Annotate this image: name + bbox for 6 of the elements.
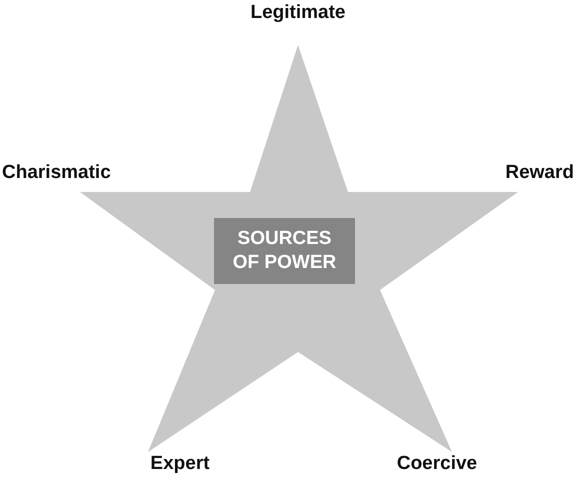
point-label: Reward: [505, 162, 574, 184]
point-label: Legitimate: [250, 2, 346, 24]
point-label: Expert: [150, 453, 210, 475]
center-label-box: SOURCES OF POWER: [214, 218, 355, 284]
point-label: Charismatic: [2, 162, 111, 184]
point-label: Coercive: [396, 453, 478, 475]
